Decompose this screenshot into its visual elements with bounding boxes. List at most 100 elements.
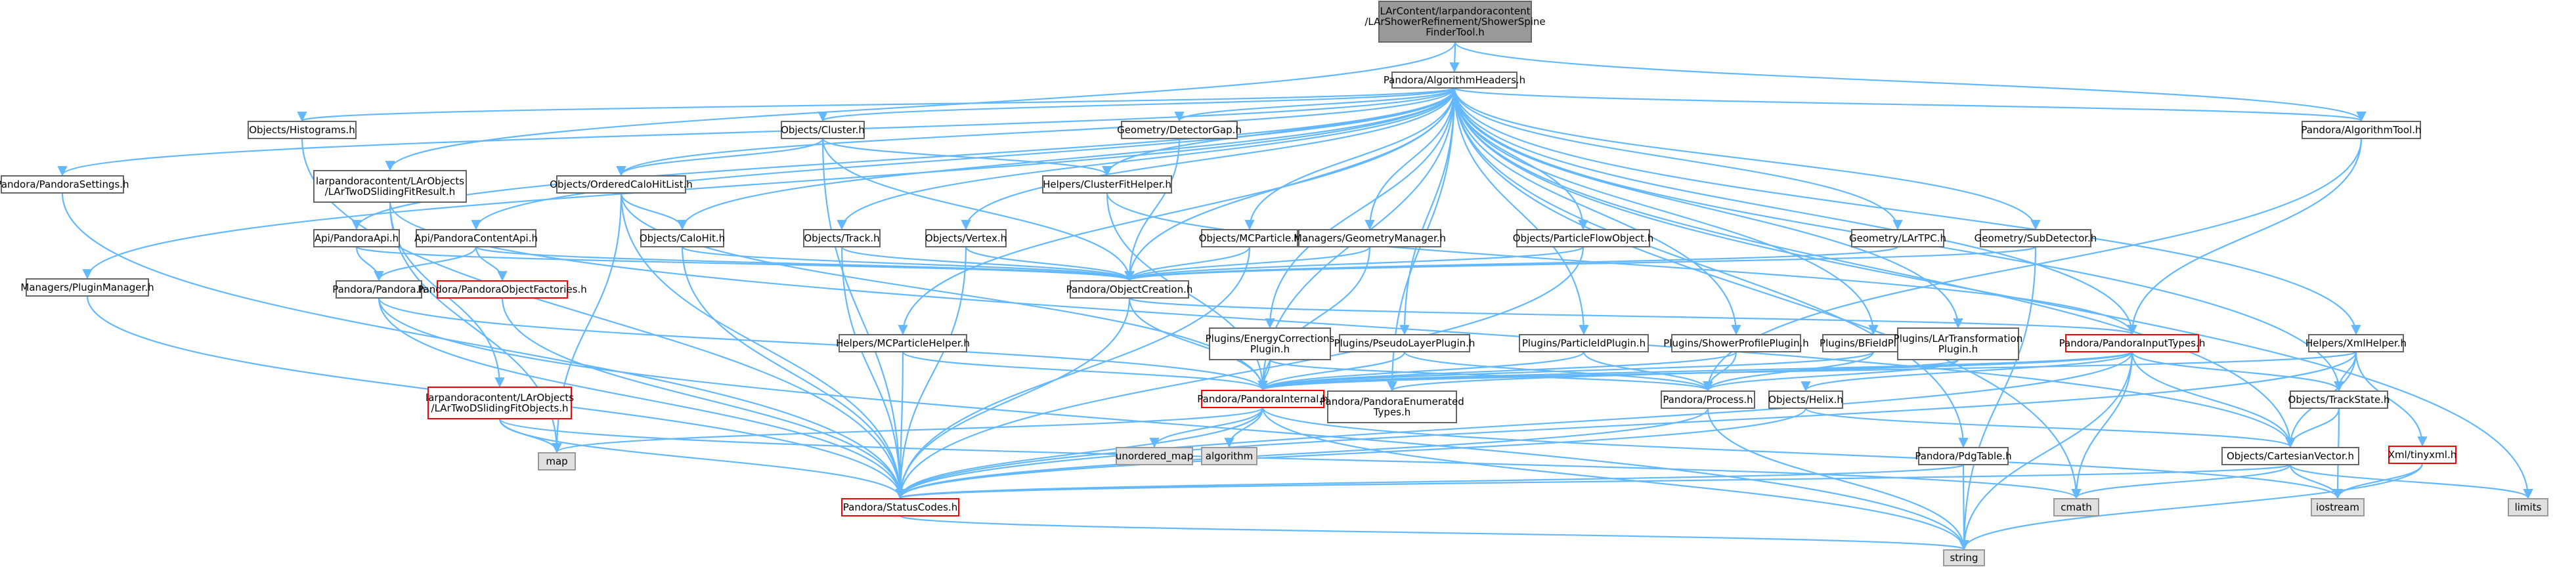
node-box-apicontentapi[interactable] bbox=[416, 229, 536, 247]
node-pandorainputtypes[interactable]: Pandora/PandoraInputTypes.h bbox=[2059, 334, 2206, 352]
node-box-detectorgap[interactable] bbox=[1121, 121, 1238, 139]
node-twodslidingobjects[interactable]: larpandoracontent/LArObjects/LArTwoDSlid… bbox=[426, 387, 574, 419]
node-box-orderedcalohitlist[interactable] bbox=[556, 175, 686, 194]
node-histograms[interactable]: Objects/Histograms.h bbox=[248, 121, 357, 139]
node-box-cmath[interactable] bbox=[2053, 498, 2099, 516]
node-pandorah[interactable]: Pandora/Pandora.h bbox=[332, 280, 426, 299]
node-box-map[interactable] bbox=[538, 452, 576, 471]
node-orderedcalohitlist[interactable]: Objects/OrderedCaloHitList.h bbox=[550, 175, 693, 194]
node-box-lartransformation[interactable] bbox=[1897, 327, 2019, 360]
node-map[interactable]: map bbox=[538, 452, 576, 471]
node-box-twodslidingobjects[interactable] bbox=[427, 387, 572, 419]
node-box-pseudolayer[interactable] bbox=[1339, 334, 1470, 352]
node-objectcreation[interactable]: Pandora/ObjectCreation.h bbox=[1066, 280, 1193, 299]
node-box-pandoraprocess[interactable] bbox=[1661, 390, 1755, 409]
node-box-showerprofile[interactable] bbox=[1671, 334, 1801, 352]
node-box-pdgtable[interactable] bbox=[1918, 447, 2009, 465]
node-pandorainternal[interactable]: Pandora/PandoraInternal.h bbox=[1197, 390, 1328, 408]
node-box-objectcreation[interactable] bbox=[1070, 280, 1189, 299]
node-box-tinyxml[interactable] bbox=[2388, 446, 2456, 464]
node-box-particleflowobject[interactable] bbox=[1516, 229, 1650, 247]
node-trackstate[interactable]: Objects/TrackState.h bbox=[2288, 390, 2390, 409]
node-twodsliding[interactable]: larpandoracontent/LArObjects/LArTwoDSlid… bbox=[313, 170, 467, 203]
node-box-pandorah[interactable] bbox=[336, 280, 422, 299]
node-box-algorithmtool[interactable] bbox=[2302, 121, 2421, 139]
node-box-iostream[interactable] bbox=[2311, 498, 2365, 516]
node-box-helix[interactable] bbox=[1768, 390, 1843, 409]
node-box-twodsliding[interactable] bbox=[313, 170, 467, 203]
node-pandorasettings[interactable]: Pandora/PandoraSettings.h bbox=[0, 175, 129, 194]
node-box-unordered_map[interactable] bbox=[1116, 447, 1193, 465]
node-box-histograms[interactable] bbox=[248, 121, 357, 139]
node-box-pandorainputtypes[interactable] bbox=[2065, 334, 2199, 352]
node-statuscodes[interactable]: Pandora/StatusCodes.h bbox=[841, 498, 959, 516]
node-algorithmtool[interactable]: Pandora/AlgorithmTool.h bbox=[2301, 121, 2422, 139]
node-box-cartesianvector[interactable] bbox=[2221, 447, 2359, 465]
node-box-track[interactable] bbox=[803, 229, 881, 247]
node-clusterfithelper[interactable]: Helpers/ClusterFitHelper.h bbox=[1042, 175, 1172, 194]
node-calohit[interactable]: Objects/CaloHit.h bbox=[640, 229, 725, 247]
node-box-objectfactories[interactable] bbox=[437, 280, 568, 299]
node-limits[interactable]: limits bbox=[2508, 498, 2548, 516]
node-vertex[interactable]: Objects/Vertex.h bbox=[925, 229, 1007, 247]
node-pseudolayer[interactable]: Plugins/PseudoLayerPlugin.h bbox=[1334, 334, 1475, 352]
node-box-string[interactable] bbox=[1943, 549, 1985, 566]
node-box-subdetector[interactable] bbox=[1980, 229, 2091, 247]
node-box-algheaders[interactable] bbox=[1391, 72, 1517, 89]
node-pluginmanager[interactable]: Managers/PluginManager.h bbox=[20, 278, 154, 297]
node-box-pandorainternal[interactable] bbox=[1201, 390, 1324, 408]
node-box-root[interactable] bbox=[1378, 1, 1532, 43]
node-box-cluster[interactable] bbox=[781, 121, 865, 139]
node-algheaders[interactable]: Pandora/AlgorithmHeaders.h bbox=[1384, 72, 1525, 89]
node-xmlhelper[interactable]: Helpers/XmlHelper.h bbox=[2305, 334, 2407, 352]
node-box-enumeratedtypes[interactable] bbox=[1327, 390, 1457, 423]
node-box-statuscodes[interactable] bbox=[841, 498, 959, 516]
node-box-lartpc[interactable] bbox=[1851, 229, 1944, 247]
node-box-limits[interactable] bbox=[2508, 498, 2548, 516]
edge-algheaders-to-pandorasettings bbox=[57, 87, 1456, 177]
node-particleid[interactable]: Plugins/ParticleIdPlugin.h bbox=[1519, 334, 1649, 352]
node-box-apipandoraapi[interactable] bbox=[313, 229, 400, 247]
node-box-pluginmanager[interactable] bbox=[26, 278, 149, 297]
node-apipandoraapi[interactable]: Api/PandoraApi.h bbox=[313, 229, 400, 247]
node-box-trackstate[interactable] bbox=[2290, 390, 2388, 409]
node-mcparticlehelper[interactable]: Helpers/MCParticleHelper.h bbox=[836, 334, 970, 352]
node-helix[interactable]: Objects/Helix.h bbox=[1768, 390, 1843, 409]
node-track[interactable]: Objects/Track.h bbox=[803, 229, 881, 247]
node-detectorgap[interactable]: Geometry/DetectorGap.h bbox=[1117, 121, 1242, 139]
node-string[interactable]: string bbox=[1943, 549, 1985, 566]
node-box-geometrymanager[interactable] bbox=[1298, 229, 1441, 247]
node-cluster[interactable]: Objects/Cluster.h bbox=[781, 121, 865, 139]
node-box-vertex[interactable] bbox=[925, 229, 1007, 247]
node-root[interactable]: LArContent/larpandoracontent/LArShowerRe… bbox=[1364, 1, 1546, 43]
node-apicontentapi[interactable]: Api/PandoraContentApi.h bbox=[414, 229, 538, 247]
node-iostream[interactable]: iostream bbox=[2311, 498, 2365, 516]
node-box-algorithm[interactable] bbox=[1201, 447, 1257, 465]
node-mcparticle[interactable]: Objects/MCParticle.h bbox=[1199, 229, 1301, 247]
node-cmath[interactable]: cmath bbox=[2053, 498, 2099, 516]
node-box-particleid[interactable] bbox=[1519, 334, 1649, 352]
node-algorithm[interactable]: algorithm bbox=[1201, 447, 1257, 465]
node-pdgtable[interactable]: Pandora/PdgTable.h bbox=[1915, 447, 2012, 465]
node-tinyxml[interactable]: Xml/tinyxml.h bbox=[2388, 446, 2456, 464]
node-unordered_map[interactable]: unordered_map bbox=[1116, 447, 1193, 465]
node-subdetector[interactable]: Geometry/SubDetector.h bbox=[1975, 229, 2097, 247]
node-label-enumeratedtypes-0: Pandora/PandoraEnumerated bbox=[1320, 396, 1464, 408]
node-particleflowobject[interactable]: Objects/ParticleFlowObject.h bbox=[1513, 229, 1654, 247]
node-box-clusterfithelper[interactable] bbox=[1042, 175, 1172, 194]
node-objectfactories[interactable]: Pandora/PandoraObjectFactories.h bbox=[418, 280, 587, 299]
node-lartpc[interactable]: Geometry/LArTPC.h bbox=[1849, 229, 1946, 247]
node-box-mcparticlehelper[interactable] bbox=[839, 334, 967, 352]
node-box-calohit[interactable] bbox=[640, 229, 724, 247]
node-box-energycorrections[interactable] bbox=[1209, 327, 1331, 360]
node-pandoraprocess[interactable]: Pandora/Process.h bbox=[1661, 390, 1755, 409]
node-box-xmlhelper[interactable] bbox=[2308, 334, 2404, 352]
node-showerprofile[interactable]: Plugins/ShowerProfilePlugin.h bbox=[1663, 334, 1809, 352]
node-cartesianvector[interactable]: Objects/CartesianVector.h bbox=[2221, 447, 2359, 465]
node-box-mcparticle[interactable] bbox=[1201, 229, 1298, 247]
node-geometrymanager[interactable]: Managers/GeometryManager.h bbox=[1294, 229, 1446, 247]
node-box-pandorasettings[interactable] bbox=[1, 175, 124, 194]
